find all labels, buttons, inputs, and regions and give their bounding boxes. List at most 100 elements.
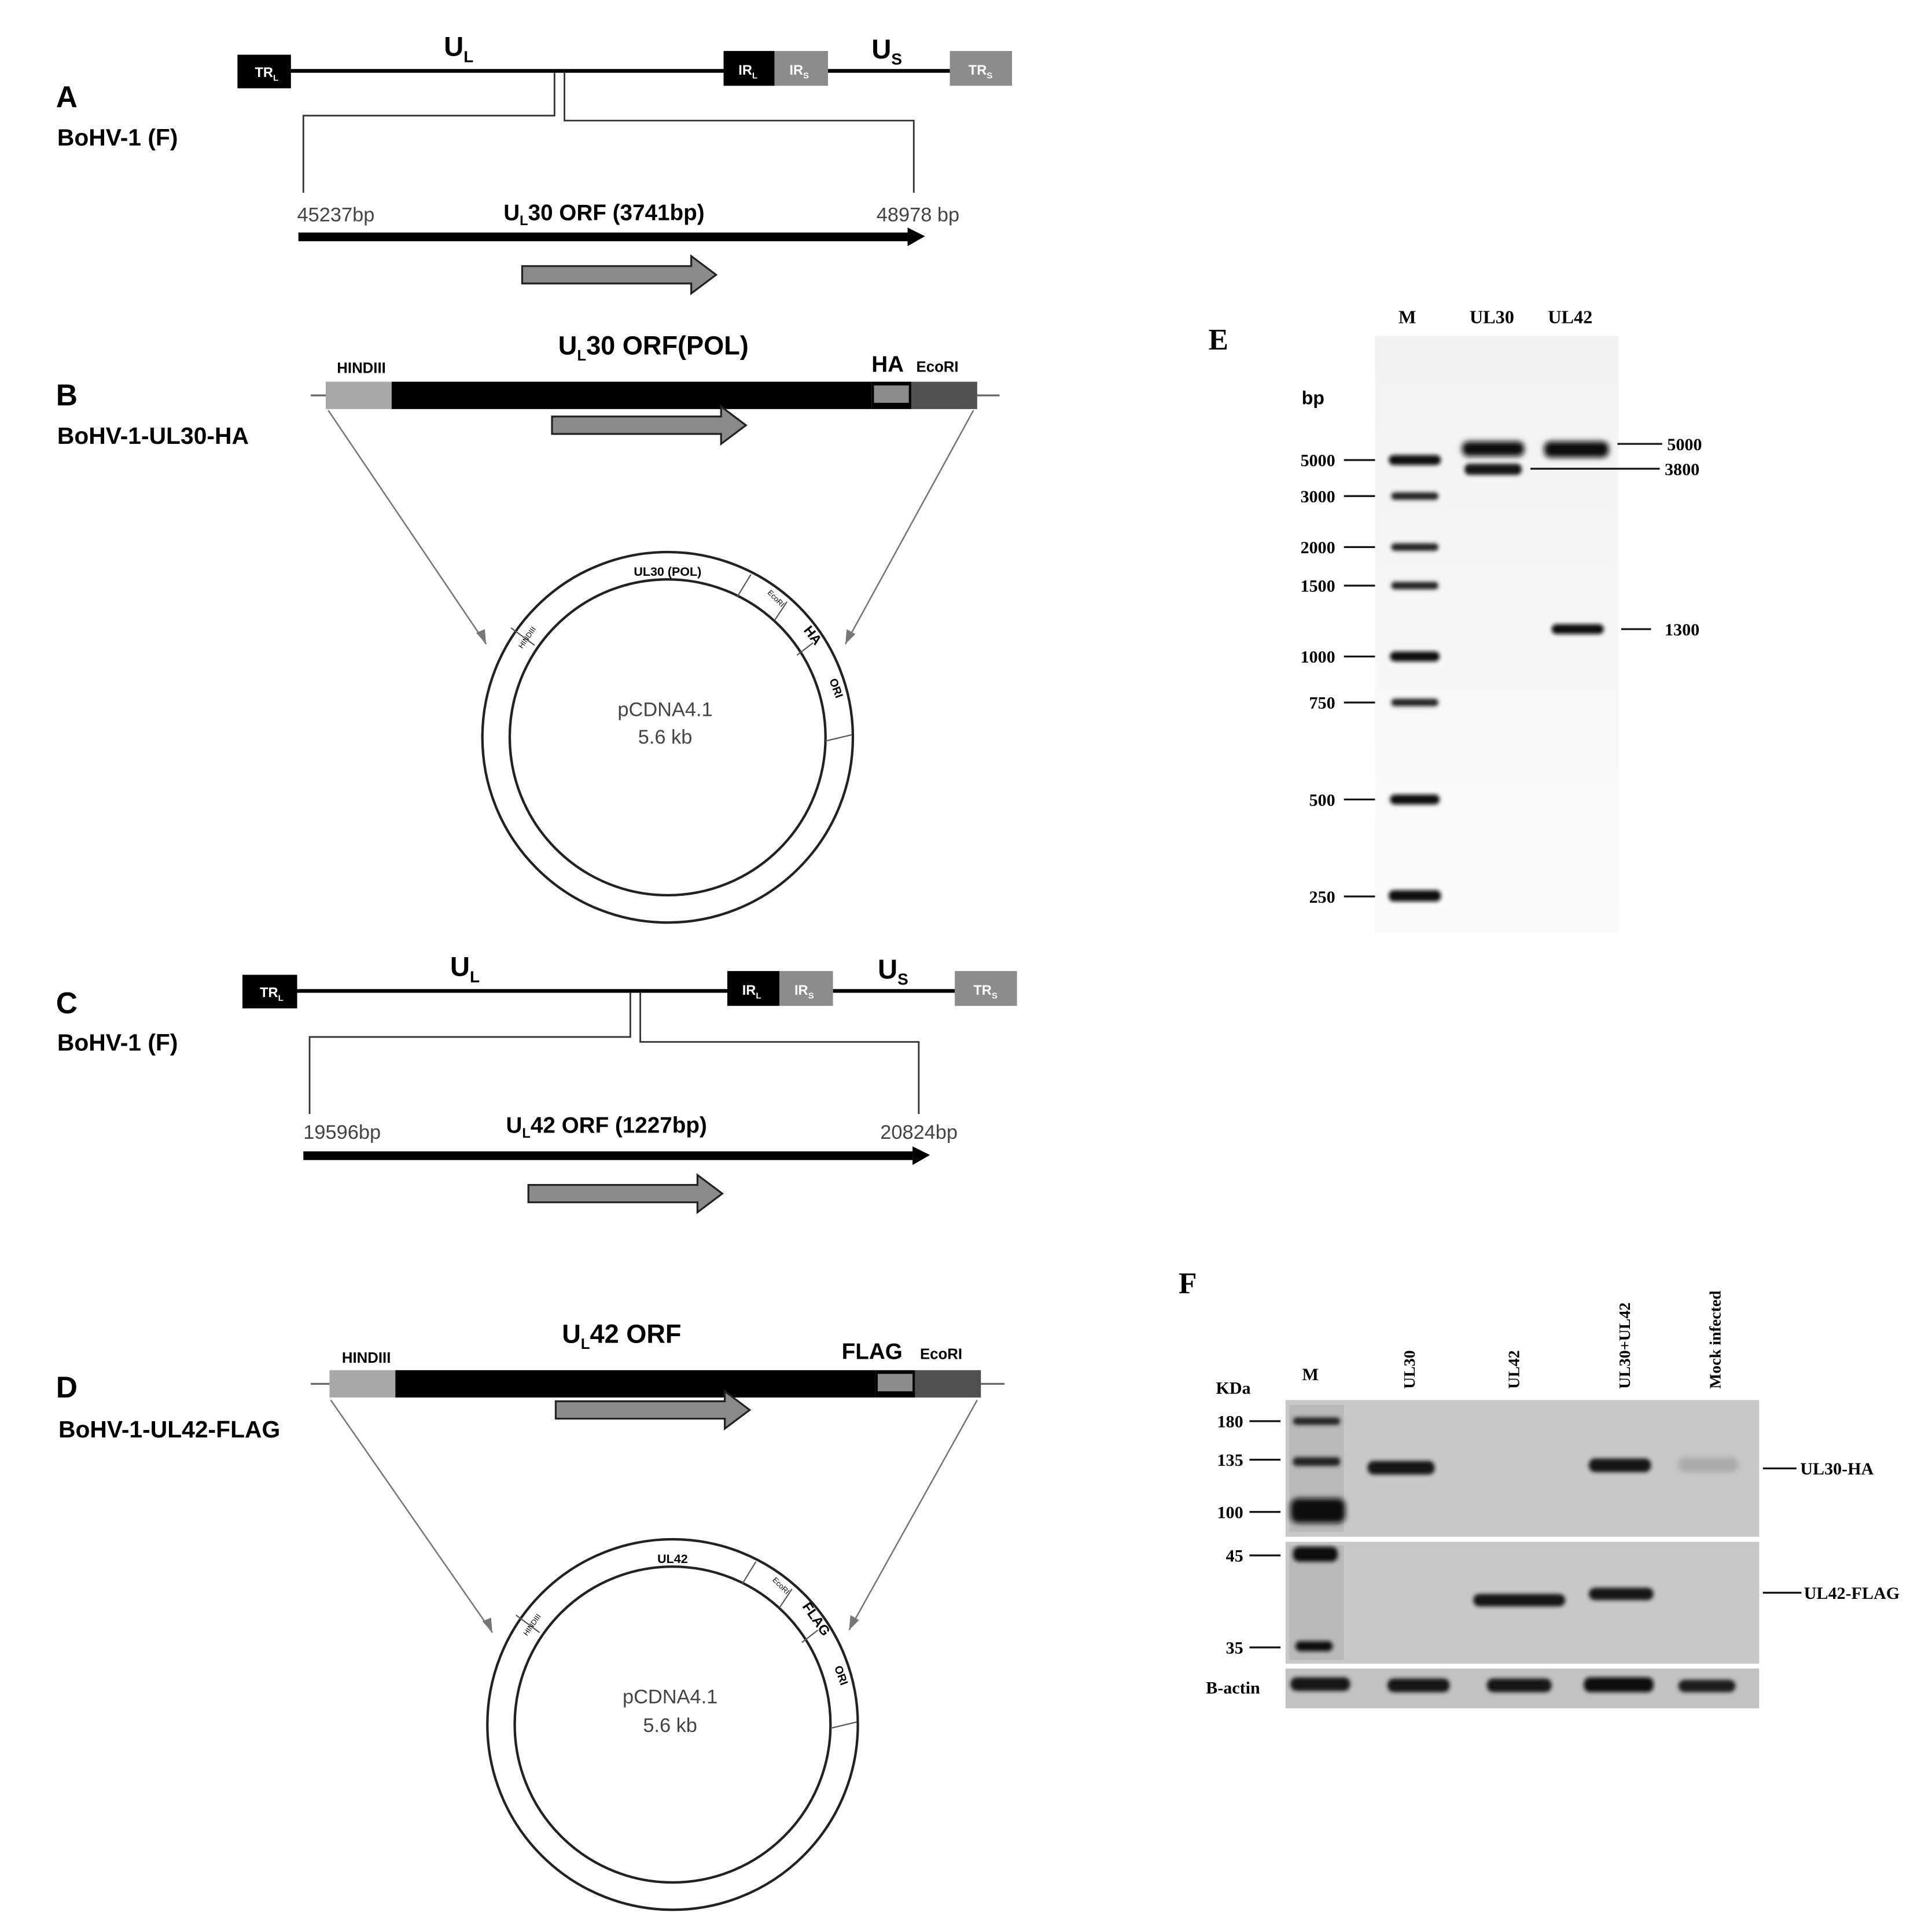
panel-f: F KDa M UL30 UL42 UL30+UL42 Mock infecte… xyxy=(1179,1267,1900,1709)
svg-text:750: 750 xyxy=(1309,693,1335,713)
irl-segment-c xyxy=(727,971,780,1006)
plasmid-size-b: 5.6 kb xyxy=(638,726,693,748)
construct-title-d: UL42 ORF xyxy=(562,1319,681,1352)
svg-text:180: 180 xyxy=(1217,1412,1243,1432)
hindiii-label-d: HINDIII xyxy=(342,1350,391,1366)
genome-map-c: TRL IRL IRS TRS UL US xyxy=(242,952,1017,1009)
irl-segment xyxy=(723,51,775,86)
blot-lane-ul30: UL30 xyxy=(1401,1350,1419,1389)
flag-label-d: FLAG xyxy=(842,1339,903,1364)
svg-text:5000: 5000 xyxy=(1667,435,1702,454)
ladder-1000: 1000 xyxy=(1300,647,1440,667)
plasmid-ori-d: ORI xyxy=(831,1664,849,1687)
irs-segment xyxy=(774,51,829,86)
gel-band-ul42-1300 xyxy=(1551,624,1604,634)
plasmid-d: UL42 HINDIII EcoRI FLAG ORI pCDNA4.1 5.6… xyxy=(486,1538,859,1911)
ha-label-b: HA xyxy=(871,352,904,377)
ladder-5000: 5000 xyxy=(1300,451,1441,470)
svg-text:IRS: IRS xyxy=(794,983,814,1001)
direction-arrow-b xyxy=(551,404,748,446)
svg-text:45: 45 xyxy=(1226,1546,1243,1566)
orf-title-a: UL30 ORF (3741bp) xyxy=(503,200,704,229)
us-label: US xyxy=(871,34,902,68)
band-ul42-flag-lane2 xyxy=(1473,1594,1566,1606)
irs-segment-c xyxy=(779,971,833,1006)
panel-c-letter: C xyxy=(56,986,78,1020)
gel-lane-ul42: UL42 xyxy=(1548,307,1592,328)
ladder-250: 250 xyxy=(1309,887,1441,907)
blot-lane-ul42: UL42 xyxy=(1506,1350,1523,1389)
marker-45: 45 xyxy=(1226,1546,1281,1566)
panel-a-letter: A xyxy=(56,80,78,113)
svg-text:100: 100 xyxy=(1217,1502,1243,1522)
marker-180: 180 xyxy=(1217,1412,1281,1432)
gel-label-3800: 3800 xyxy=(1530,459,1699,479)
panel-e: E M UL30 UL42 bp 5000 3000 2000 1500 100… xyxy=(1208,307,1702,933)
zoom-bracket-c xyxy=(308,992,920,1115)
band-ul42-flag-lane3 xyxy=(1588,1587,1654,1601)
marker-135: 135 xyxy=(1217,1450,1281,1470)
blot-lane-m: M xyxy=(1302,1365,1318,1384)
construct-bar-d xyxy=(311,1370,1005,1398)
panel-b-letter: B xyxy=(56,378,78,411)
svg-text:2000: 2000 xyxy=(1300,538,1335,557)
ladder-2000: 2000 xyxy=(1300,538,1438,557)
gel-band-ul30-3800 xyxy=(1464,464,1522,475)
gel-unit-bp: bp xyxy=(1302,387,1324,408)
blot-unit-kda: KDa xyxy=(1216,1378,1250,1398)
insertion-line-d2 xyxy=(848,1399,978,1631)
svg-text:5000: 5000 xyxy=(1300,451,1335,470)
panel-d: D BoHV-1-UL42-FLAG UL42 ORF HINDIII FLAG… xyxy=(56,1319,1005,1911)
svg-text:135: 135 xyxy=(1217,1450,1243,1470)
svg-text:TRS: TRS xyxy=(969,63,993,80)
direction-arrow-c xyxy=(527,1173,724,1215)
panel-a: A BoHV-1 (F) TRL IRL IRS TRS UL US 45237… xyxy=(56,32,1012,296)
insertion-arrowhead-b2 xyxy=(845,629,856,644)
ecori-label-b: EcoRI xyxy=(917,359,959,375)
svg-text:500: 500 xyxy=(1309,790,1335,810)
insertion-arrowhead-b1 xyxy=(476,629,487,644)
plasmid-ha-b: HA xyxy=(800,623,824,648)
ul-label-c: UL xyxy=(450,952,480,986)
plasmid-b: UL30 (POL) HINDIII EcoRI HA ORI pCDNA4.1… xyxy=(481,550,855,924)
panel-c-subtitle: BoHV-1 (F) xyxy=(57,1029,178,1056)
orf-start-c: 19596bp xyxy=(303,1121,381,1143)
trl-segment-c xyxy=(242,974,297,1009)
trl-segment xyxy=(237,54,291,89)
panel-b-subtitle: BoHV-1-UL30-HA xyxy=(57,422,249,449)
ul-label: UL xyxy=(444,32,473,66)
trs-segment-c xyxy=(955,971,1017,1006)
blot-actin-label: B-actin xyxy=(1206,1678,1260,1697)
band-ul30-ha-lane3 xyxy=(1588,1458,1651,1472)
svg-text:IRL: IRL xyxy=(738,63,757,80)
panel-e-letter: E xyxy=(1208,323,1228,356)
orf-end-c: 20824bp xyxy=(880,1121,958,1143)
plasmid-insert-b: UL30 (POL) xyxy=(634,565,701,579)
trs-segment xyxy=(950,51,1012,86)
insertion-arrowhead-d1 xyxy=(482,1617,492,1633)
insertion-line-d1 xyxy=(330,1399,493,1633)
orf-start-a: 45237bp xyxy=(297,204,375,226)
blot-label-ul42-flag: UL42-FLAG xyxy=(1762,1583,1900,1603)
insertion-line-b1 xyxy=(327,410,487,645)
svg-text:3800: 3800 xyxy=(1665,459,1699,479)
plasmid-insert-d: UL42 xyxy=(657,1552,688,1566)
svg-text:TRL: TRL xyxy=(260,985,284,1003)
plasmid-name-d: pCDNA4.1 xyxy=(623,1686,717,1708)
gel-lane-m: M xyxy=(1399,307,1416,328)
panel-f-letter: F xyxy=(1179,1267,1197,1300)
ladder-500: 500 xyxy=(1309,790,1440,810)
gel-band-ul30-5000 xyxy=(1462,441,1525,457)
plasmid-ori-b: ORI xyxy=(826,677,844,700)
panel-d-subtitle: BoHV-1-UL42-FLAG xyxy=(58,1416,280,1443)
construct-bar-b xyxy=(311,381,1000,409)
svg-text:TRS: TRS xyxy=(973,983,998,1001)
ladder-1500: 1500 xyxy=(1300,576,1438,596)
orf-arrow-a xyxy=(298,227,925,247)
svg-text:UL30-HA: UL30-HA xyxy=(1800,1459,1874,1479)
ladder-3000: 3000 xyxy=(1300,487,1438,506)
insertion-arrowhead-d2 xyxy=(849,1615,859,1630)
orf-end-a: 48978 bp xyxy=(877,204,959,226)
plasmid-hindiii-b: HINDIII xyxy=(517,625,538,650)
